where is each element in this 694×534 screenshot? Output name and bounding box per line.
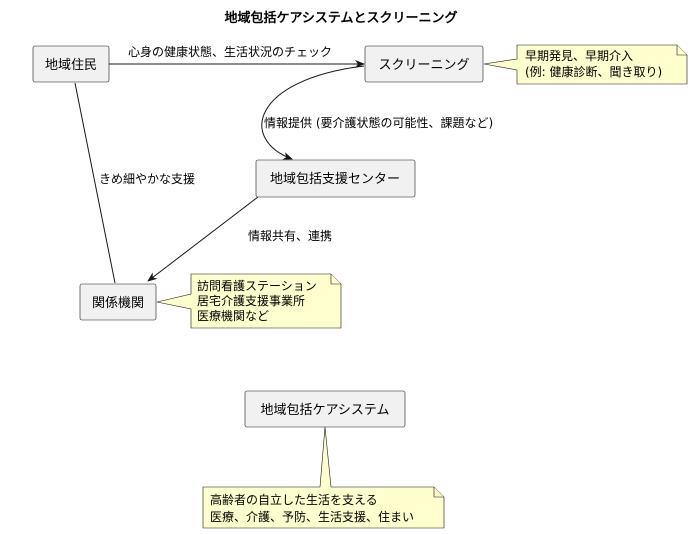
node-residents: 地域住民 [32, 45, 110, 83]
node-system: 地域包括ケアシステム [244, 390, 406, 428]
edge-residents-to-agencies [74, 82, 116, 284]
node-agencies-label: 関係機関 [92, 296, 144, 311]
note-system: 高齢者の自立した生活を支える 医療、介護、予防、生活支援、住まい [202, 426, 445, 529]
note-system-line-2: 医療、介護、予防、生活支援、住まい [210, 509, 414, 524]
edge-screening-to-center [261, 65, 365, 160]
edge-label-center-to-agencies: 情報共有、連携 [248, 228, 332, 243]
edge-label-screening-to-center: 情報提供 (要介護状態の可能性、課題など) [264, 115, 493, 130]
edge-center-to-agencies [147, 196, 259, 282]
note-agencies-line-3: 医療機関など [197, 308, 269, 323]
note-system-line-1: 高齢者の自立した生活を支える [210, 492, 378, 507]
note-agencies: 訪問看護ステーション 居宅介護支援事業所 医療機関など [156, 273, 342, 329]
note-screening-line-2: (例: 健康診断、聞き取り) [525, 64, 662, 79]
edge-label-residents-to-screening: 心身の健康状態、生活状況のチェック [128, 44, 332, 59]
node-system-label: 地域包括ケアシステム [260, 403, 389, 418]
node-center-label: 地域包括支援センター [270, 172, 400, 187]
node-screening: スクリーニング [364, 45, 484, 83]
node-residents-label: 地域住民 [45, 58, 97, 73]
node-center: 地域包括支援センター [255, 159, 416, 198]
diagram-title: 地域包括ケアシステムとスクリーニング [224, 10, 457, 26]
note-screening: 早期発見、早期介入 (例: 健康診断、聞き取り) [483, 44, 688, 85]
note-agencies-line-2: 居宅介護支援事業所 [197, 293, 305, 308]
note-agencies-line-1: 訪問看護ステーション [197, 278, 317, 293]
edge-label-residents-to-agencies: きめ細やかな支援 [99, 172, 195, 186]
node-screening-label: スクリーニング [378, 58, 469, 73]
node-agencies: 関係機関 [79, 283, 157, 321]
note-screening-line-1: 早期発見、早期介入 [525, 49, 633, 63]
